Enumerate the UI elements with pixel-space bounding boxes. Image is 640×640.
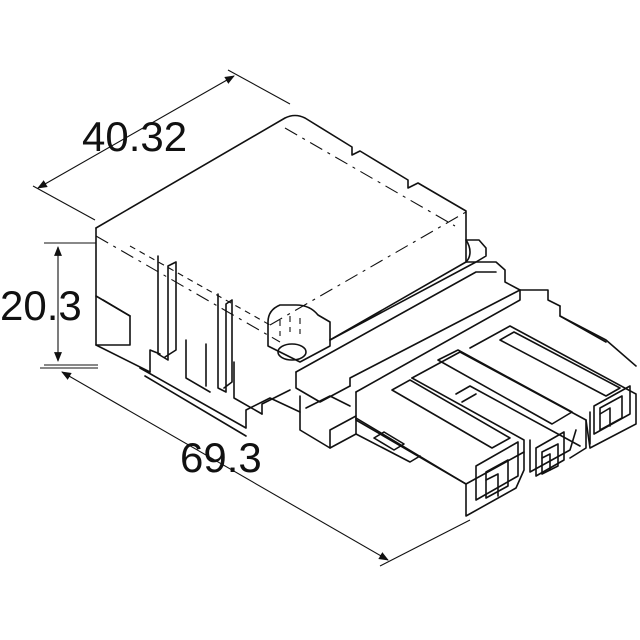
housing-body xyxy=(95,114,487,437)
dimension-height-label: 20.3 xyxy=(0,282,82,329)
dimension-length-label: 69.3 xyxy=(180,434,262,481)
dimension-length-line xyxy=(40,367,471,567)
connector-front xyxy=(295,261,637,517)
dimension-height-line xyxy=(44,242,98,366)
dimension-width-label: 40.32 xyxy=(82,113,188,160)
dimension-width-line xyxy=(32,69,291,221)
